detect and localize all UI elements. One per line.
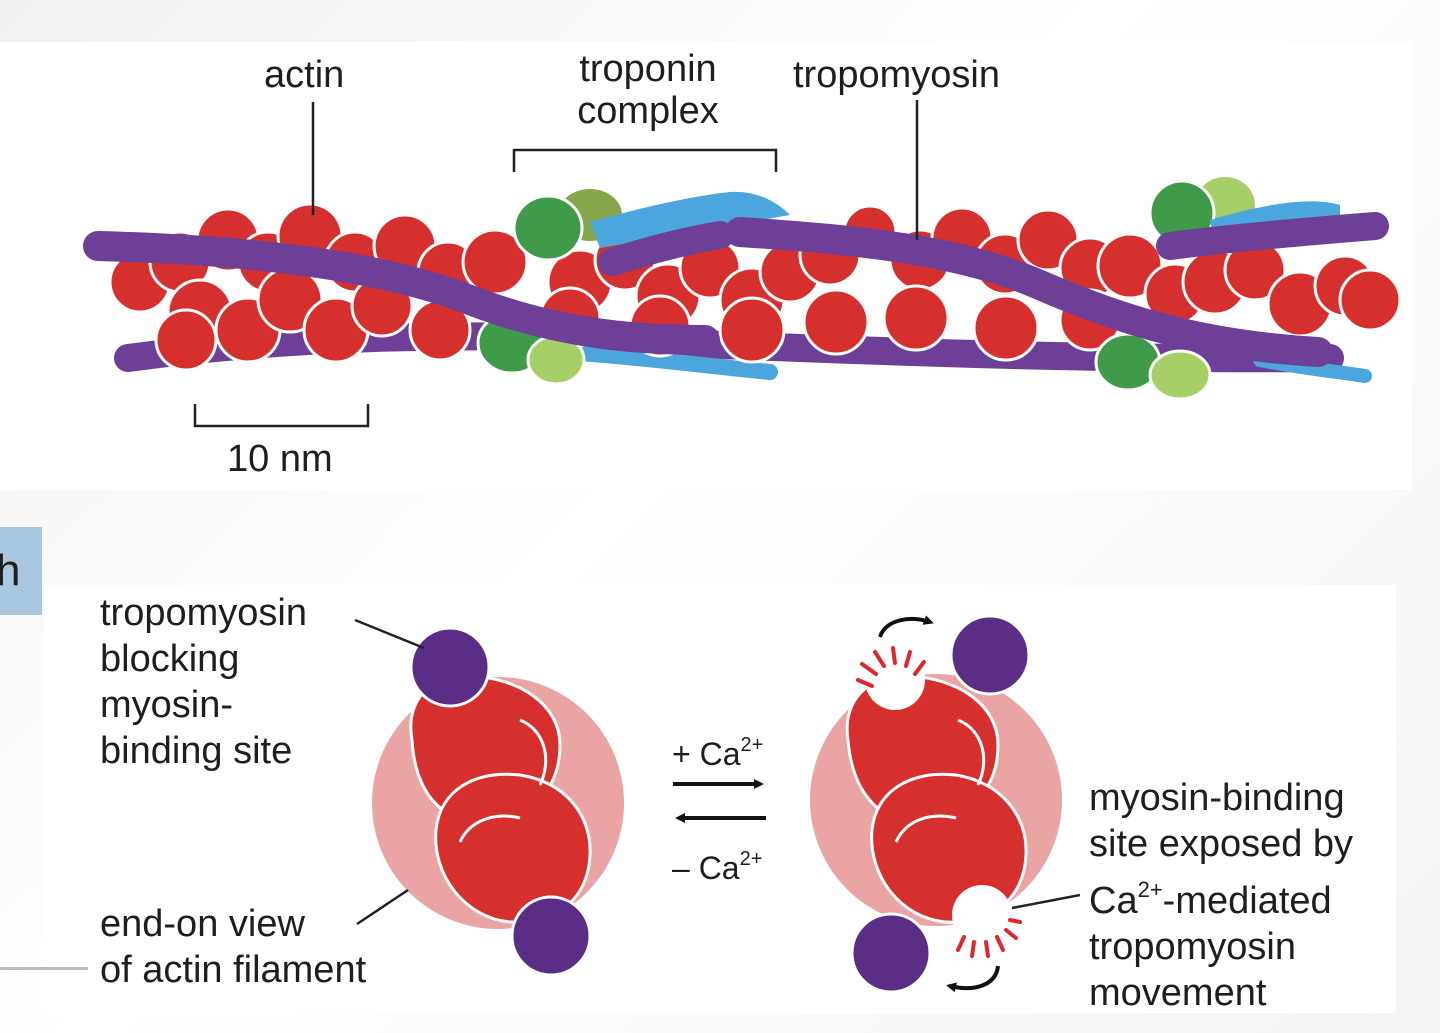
actin-lobe-lower-right xyxy=(870,772,1028,924)
tropomyosin-strand-front-tip xyxy=(1156,212,1389,260)
label-tropomyosin: tropomyosin xyxy=(793,54,1000,96)
label-troponin-line2: complex xyxy=(577,90,719,132)
exposure-burst-top xyxy=(856,646,926,688)
end-view-blocked xyxy=(354,618,624,977)
thin-filament xyxy=(83,100,1402,428)
label-minus-ca: – Ca2+ xyxy=(672,848,763,886)
tropomyosin-strand-front-left xyxy=(83,231,720,355)
actin-monomer xyxy=(154,308,218,372)
actin-monomer xyxy=(718,296,786,364)
actin-lobe-lower xyxy=(434,772,592,924)
tropomyosin-bottom xyxy=(510,895,592,977)
exposed-site-bottom xyxy=(952,885,1012,945)
actin-monomer xyxy=(802,288,870,356)
tropomyosin-moved-top xyxy=(949,614,1031,696)
exposure-burst-bottom xyxy=(956,918,1022,958)
label-exposed: myosin-binding site exposed by Ca2+-medi… xyxy=(1089,775,1353,1016)
bottom-panel xyxy=(44,585,1396,1013)
exposed-leader-line xyxy=(1011,893,1081,910)
side-rule xyxy=(0,967,88,970)
end-view-leader-line xyxy=(356,888,409,926)
label-end-view: end-on view of actin filament xyxy=(100,901,366,993)
movement-arrow-bottom xyxy=(946,965,1000,993)
tropomyosin-strand-front-right xyxy=(725,217,1333,367)
equilibrium-arrows xyxy=(673,779,766,823)
blocking-leader-line xyxy=(354,618,425,650)
blocking-line-3: myosin- xyxy=(100,684,234,726)
movement-arrow-top xyxy=(878,615,934,638)
label-troponin-complex: troponin complex xyxy=(553,46,743,134)
actin-monomer xyxy=(882,284,950,352)
end-view-line-1: end-on view xyxy=(100,903,305,945)
label-plus-ca: + Ca2+ xyxy=(672,734,764,772)
end-view-line-2: of actin filament xyxy=(100,949,367,991)
exposed-line-1: myosin-binding xyxy=(1089,777,1345,819)
end-view-exposed xyxy=(810,614,1081,994)
actin-monomer xyxy=(1338,268,1402,332)
troponin-complex-right xyxy=(1094,177,1340,401)
exposed-line-4: tropomyosin xyxy=(1089,926,1296,968)
label-blocking: tropomyosin blocking myosin- binding sit… xyxy=(100,590,307,774)
blocking-line-2: blocking xyxy=(100,638,240,680)
blocking-line-4: binding site xyxy=(100,730,293,772)
label-scale: 10 nm xyxy=(227,438,333,480)
exposed-line-5: movement xyxy=(1089,972,1267,1014)
exposed-line-3: Ca2+-mediated xyxy=(1089,877,1332,922)
scale-bar xyxy=(193,404,370,428)
panel-tab: h xyxy=(0,527,42,615)
label-actin: actin xyxy=(264,54,345,96)
tropomyosin-moved-bottom xyxy=(850,912,932,994)
exposed-line-2: site exposed by xyxy=(1089,823,1354,865)
tropomyosin-strand-front-mid xyxy=(598,221,734,276)
troponin-bracket xyxy=(512,148,778,172)
actin-monomer xyxy=(972,294,1040,362)
label-troponin-line1: troponin xyxy=(579,48,717,90)
exposed-site-top xyxy=(865,650,925,710)
tropomyosin-top xyxy=(409,626,491,708)
blocking-line-1: tropomyosin xyxy=(100,592,307,634)
